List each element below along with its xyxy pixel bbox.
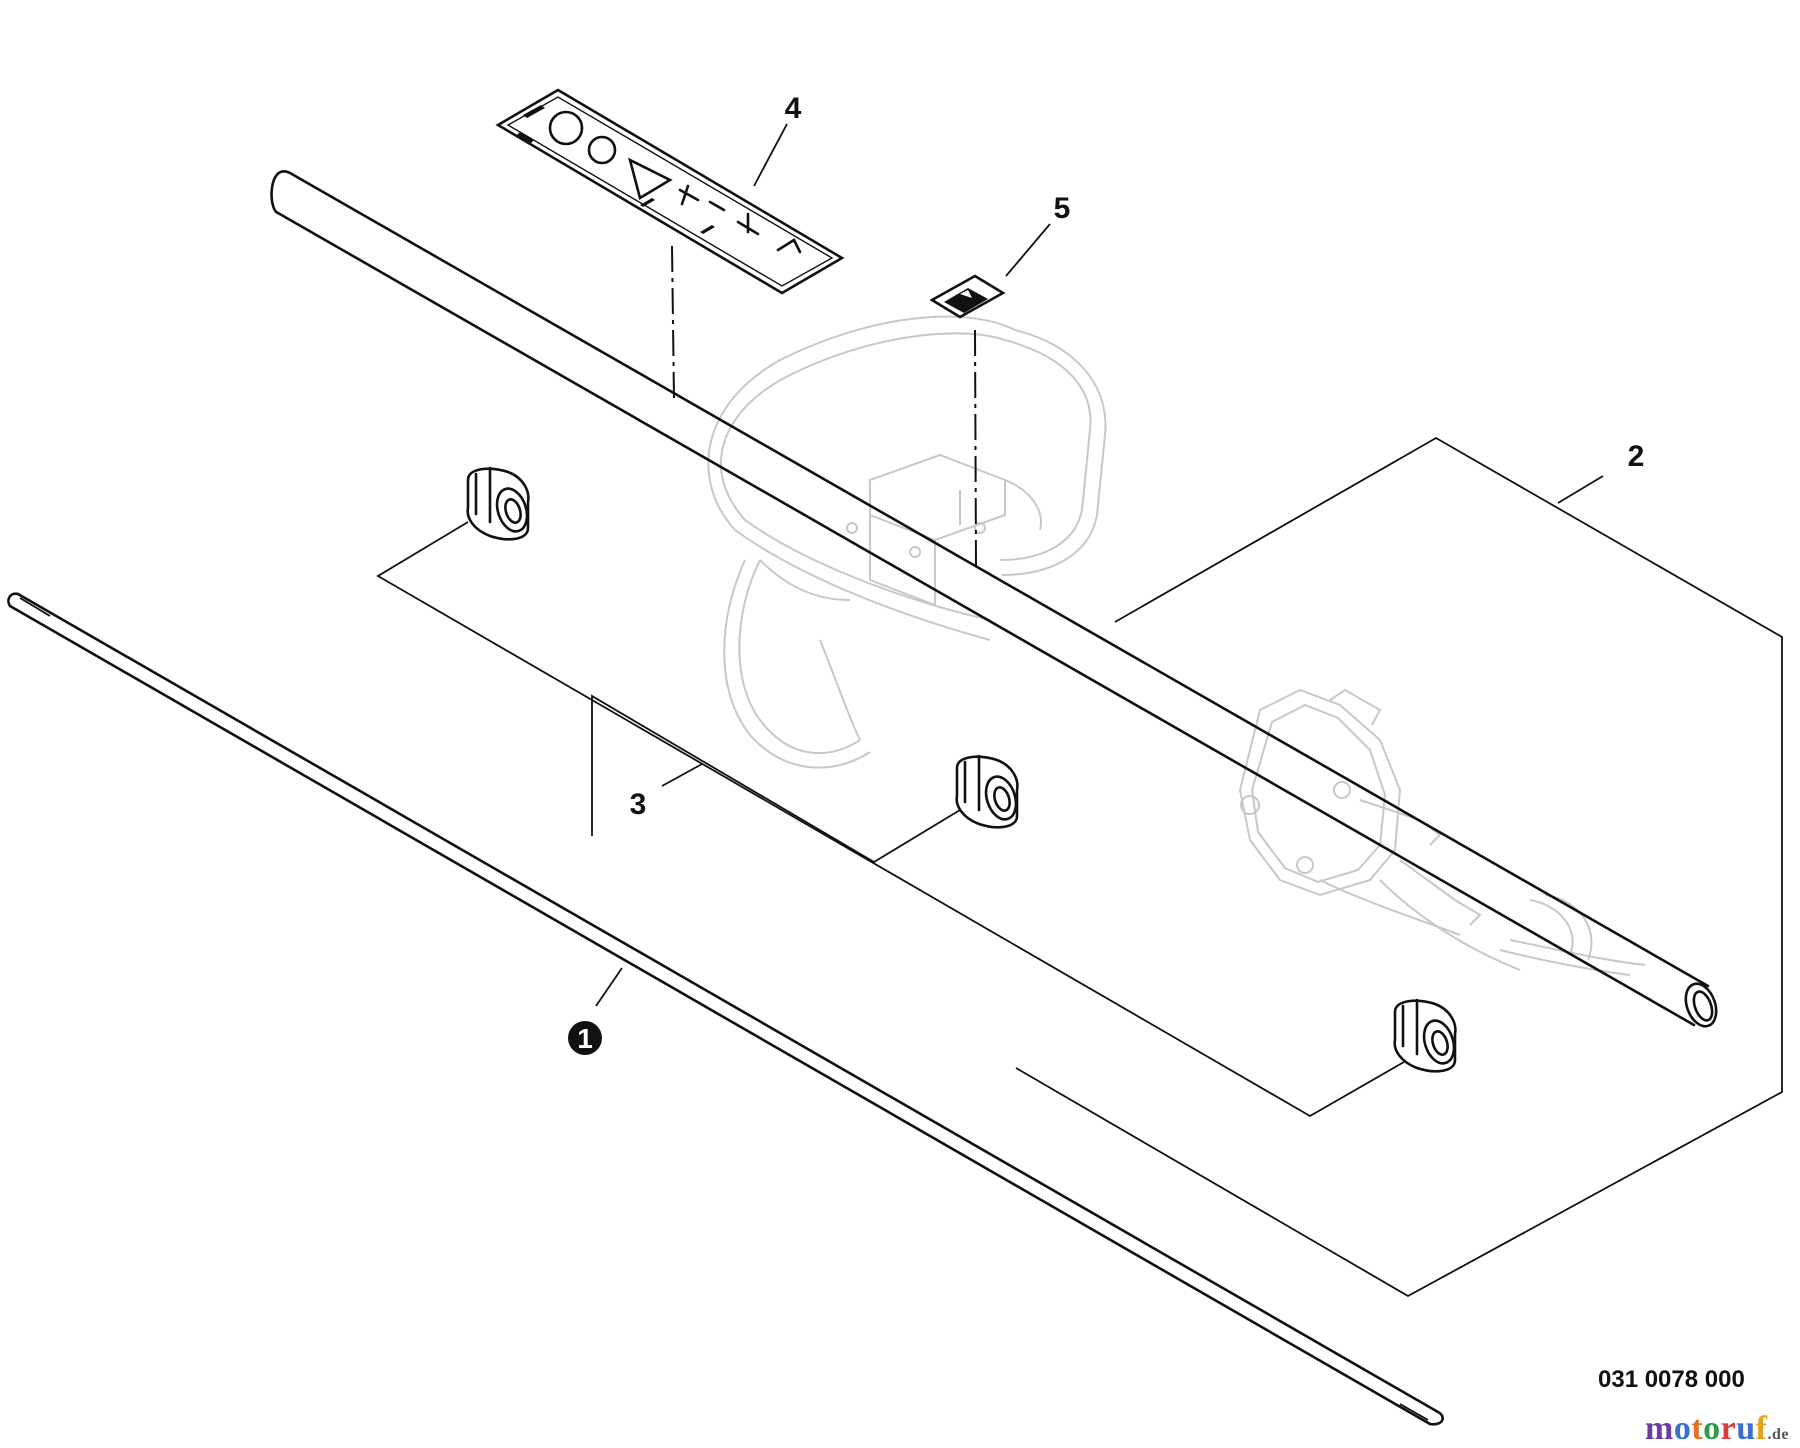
bushing-1 — [466, 466, 530, 541]
watermark-letter: m — [1645, 1410, 1674, 1447]
drive-shaft — [7, 592, 1444, 1426]
watermark-letter: o — [1673, 1410, 1692, 1447]
callout-1-badge — [568, 1021, 602, 1055]
ghost-handle — [707, 315, 1107, 769]
drawing-part-number: 031 0078 000 — [1598, 1366, 1745, 1393]
callout-4: 4 — [785, 92, 802, 125]
label-alignment-line — [974, 329, 977, 567]
callout-2: 2 — [1628, 440, 1645, 473]
watermark-letter: r — [1720, 1410, 1737, 1447]
leader-part-5 — [1005, 223, 1051, 277]
warning-decal — [495, 88, 845, 295]
callout-3: 3 — [630, 788, 647, 821]
shaft-tube — [270, 170, 1718, 1028]
bushing-2 — [955, 754, 1019, 829]
leader-part-2 — [1557, 475, 1604, 504]
bracket-part-3-outer — [376, 521, 1405, 1118]
watermark-letter: u — [1736, 1410, 1756, 1447]
watermark-letter: o — [1703, 1410, 1721, 1447]
leader-part-4 — [753, 123, 788, 187]
small-label — [929, 274, 1006, 319]
bushing-3 — [1393, 998, 1457, 1073]
bracket-part-3-inner — [591, 694, 961, 864]
watermark-letter: f — [1755, 1410, 1768, 1447]
ghost-engine-housing — [1238, 688, 1646, 976]
callout-1: 1 — [577, 1023, 593, 1054]
callout-5: 5 — [1054, 192, 1071, 225]
watermark-suffix: .de — [1767, 1426, 1789, 1443]
watermark-letter: t — [1691, 1410, 1704, 1447]
leader-part-3 — [661, 763, 703, 787]
decal-alignment-line — [671, 245, 675, 401]
bracket-part-2 — [1015, 436, 1783, 1298]
watermark-logo: motoruf.de — [1645, 1410, 1789, 1448]
leader-part-1 — [595, 967, 623, 1007]
